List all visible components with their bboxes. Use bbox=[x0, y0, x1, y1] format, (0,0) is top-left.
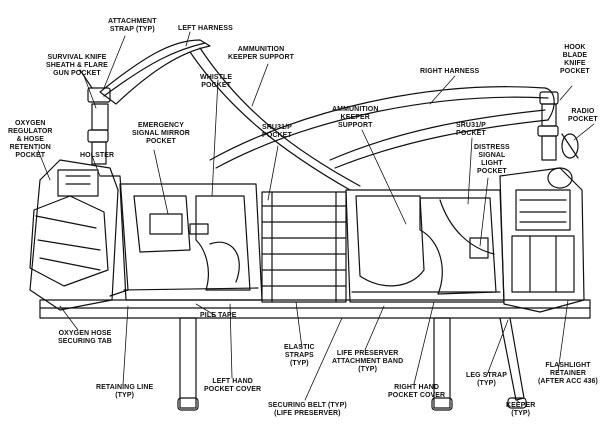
label-ammunition-keeper-support-mid: AMMUNITION KEEPER SUPPORT bbox=[332, 106, 379, 129]
label-radio-pocket: RADIO POCKET bbox=[568, 108, 598, 123]
label-oxygen-regulator: OXYGEN REGULATOR & HOSE RETENTION POCKET bbox=[8, 120, 53, 159]
label-right-harness: RIGHT HARNESS bbox=[420, 68, 480, 75]
label-left-harness: LEFT HARNESS bbox=[178, 25, 233, 32]
label-life-preserver-attachment-band: LIFE PRESERVER ATTACHMENT BAND (TYP) bbox=[332, 350, 404, 373]
label-oxygen-hose-securing-tab: OXYGEN HOSE SECURING TAB bbox=[58, 330, 112, 345]
left-vest-body bbox=[29, 159, 129, 311]
label-leg-strap: LEG STRAP (TYP) bbox=[466, 372, 507, 387]
label-ammunition-keeper-support-top: AMMUNITION KEEPER SUPPORT bbox=[228, 46, 294, 61]
label-securing-belt: SECURING BELT (TYP) (LIFE PRESERVER) bbox=[268, 402, 347, 417]
label-sru31p-pocket-left: SRU31/P POCKET bbox=[262, 124, 292, 139]
label-holster: HOLSTER bbox=[80, 152, 115, 159]
label-flashlight-retainer: FLASHLIGHT RETAINER (AFTER ACC 436) bbox=[538, 362, 598, 385]
label-pile-tape: PILE TAPE bbox=[200, 312, 237, 319]
leader-lines bbox=[37, 31, 595, 404]
leg-straps bbox=[177, 317, 527, 411]
label-whistle-pocket: WHISTLE POCKET bbox=[200, 74, 233, 89]
left-buckle-stack bbox=[79, 69, 111, 165]
bottom-belt bbox=[39, 299, 591, 319]
right-vest-body bbox=[499, 167, 585, 313]
right-harness-strap bbox=[209, 86, 555, 169]
label-emergency-signal-mirror: EMERGENCY SIGNAL MIRROR POCKET bbox=[132, 122, 190, 145]
elastic-straps bbox=[261, 191, 347, 303]
label-right-hand-pocket-cover: RIGHT HAND POCKET COVER bbox=[388, 384, 446, 399]
label-survival-knife-sheath: SURVIVAL KNIFE SHEATH & FLARE GUN POCKET bbox=[46, 54, 108, 77]
label-distress-signal-light: DISTRESS SIGNAL LIGHT POCKET bbox=[474, 144, 510, 175]
label-hook-blade-knife-pocket: HOOK BLADE KNIFE POCKET bbox=[560, 44, 590, 75]
left-centre-panel bbox=[119, 183, 263, 301]
label-attachment-strap: ATTACHMENT STRAP (TYP) bbox=[108, 18, 157, 33]
label-left-hand-pocket-cover: LEFT HAND POCKET COVER bbox=[204, 378, 262, 393]
label-elastic-straps: ELASTIC STRAPS (TYP) bbox=[284, 344, 315, 367]
label-sru31p-pocket-right: SRU31/P POCKET bbox=[456, 122, 486, 137]
right-buckle-stack bbox=[537, 91, 579, 161]
label-retaining-line: RETAINING LINE (TYP) bbox=[96, 384, 154, 399]
label-keeper: KEEPER (TYP) bbox=[506, 402, 536, 417]
left-harness-strap bbox=[99, 39, 361, 191]
